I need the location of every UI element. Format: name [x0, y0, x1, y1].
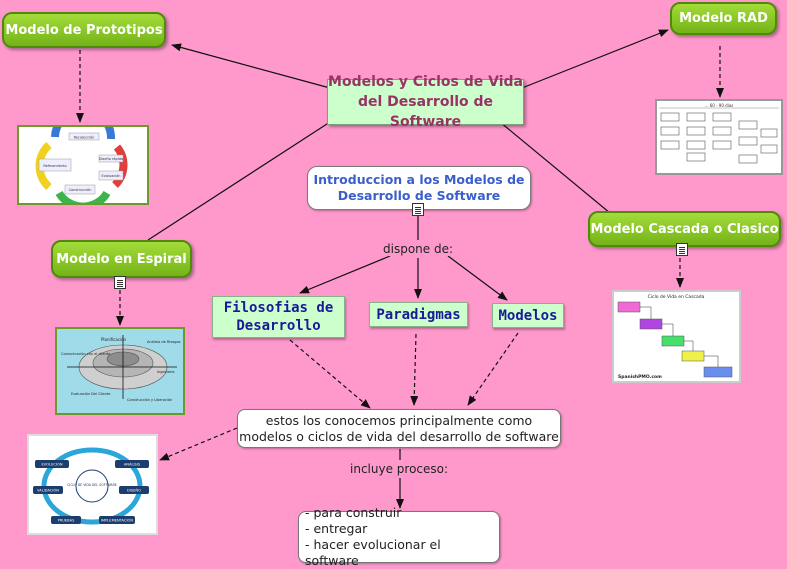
node-modelos[interactable]: Modelos	[492, 303, 564, 328]
node-modelo-rad-label: Modelo RAD	[679, 11, 768, 26]
node-modelos-label: Modelos	[498, 307, 558, 324]
cascada-graphic: Ciclo de Vida en Cascada SpanishPMO.com	[617, 294, 733, 380]
edge-center-espiral	[147, 121, 331, 241]
node-modelo-prototipos[interactable]: Modelo de Prototipos	[2, 12, 166, 48]
node-modelo-rad[interactable]: Modelo RAD	[670, 2, 777, 35]
cycle-arc-green	[55, 190, 111, 211]
proto-label: Refinamiento	[43, 164, 66, 168]
proto-label: Diseño rápido	[99, 157, 123, 161]
image-cascada-diagram: Ciclo de Vida en Cascada SpanishPMO.com	[612, 290, 741, 383]
proceso-item: - hacer evolucionar el software	[305, 537, 441, 568]
node-modelo-espiral-label: Modelo en Espiral	[56, 251, 187, 267]
proceso-item: - entregar	[305, 521, 368, 536]
ciclo-vida-graphic: CICLO DE VIDA DEL SOFTWARE ANÁLISIS DISE…	[33, 447, 149, 525]
image-prototipos-cycle: Recolección Diseño rápido Evaluación Con…	[17, 106, 149, 211]
espiral-graphic: Planificación Análisis de Riesgos Comuni…	[61, 335, 181, 402]
ciclo-label: PRUEBAS	[58, 519, 75, 523]
document-icon[interactable]	[412, 203, 424, 216]
edge-filosofias-conocemos	[289, 339, 371, 409]
proceso-list: - para construir - entregar - hacer evol…	[299, 505, 499, 569]
edge-conocemos-ciclo	[159, 427, 238, 461]
edge-center-rad	[521, 29, 669, 89]
edge-dispone-modelos	[447, 255, 508, 301]
node-modelo-espiral[interactable]: Modelo en Espiral	[51, 240, 192, 278]
edge-paradigmas-conocemos	[410, 333, 419, 406]
node-introduccion-line2: Desarrollo de Software	[337, 188, 501, 203]
center-title-node[interactable]: Modelos y Ciclos de Vida del Desarrollo …	[327, 74, 524, 130]
node-conocemos-line2: modelos o ciclos de vida del desarrollo …	[239, 428, 559, 444]
node-modelo-cascada-label: Modelo Cascada o Clasico	[590, 221, 779, 237]
image-rad-diagram: ... 60 - 90 días	[655, 99, 783, 175]
node-paradigmas-label: Paradigmas	[376, 306, 461, 323]
node-paradigmas[interactable]: Paradigmas	[369, 302, 468, 327]
link-label-dispone: dispone de:	[381, 242, 456, 256]
espiral-label: Análisis de Riesgos	[147, 340, 181, 344]
prototipos-cycle-graphic: Recolección Diseño rápido Evaluación Con…	[35, 106, 128, 211]
image-espiral-diagram: Planificación Análisis de Riesgos Comuni…	[55, 327, 185, 415]
node-filosofias-line2: Desarrollo	[236, 318, 321, 334]
rad-graphic: ... 60 - 90 días	[659, 103, 779, 164]
ciclo-center-label: CICLO DE VIDA DEL SOFTWARE	[67, 483, 117, 487]
node-conocemos-line1: estos los conocemos principalmente como	[265, 412, 533, 428]
espiral-label: Construcción y Liberación	[127, 398, 172, 402]
document-icon[interactable]	[676, 243, 688, 256]
node-filosofias[interactable]: Filosofias de Desarrollo	[212, 296, 345, 338]
link-label-incluye: incluye proceso:	[348, 462, 451, 476]
edge-modelos-conocemos	[467, 332, 519, 406]
node-introduccion[interactable]: Introduccion a los Modelos de Desarrollo…	[307, 166, 531, 210]
ciclo-label: ANÁLISIS	[124, 462, 141, 467]
node-modelo-cascada[interactable]: Modelo Cascada o Clasico	[588, 211, 781, 247]
edge-center-prototipos	[171, 43, 331, 89]
rad-header: ... 60 - 90 días	[705, 103, 734, 108]
ciclo-label: IMPLEMENTACIÓN	[101, 518, 133, 523]
edge-center-cascada	[499, 121, 611, 214]
center-title-line2: del Desarrollo de Software	[357, 94, 494, 130]
center-title-line1: Modelos y Ciclos de Vida	[328, 74, 523, 90]
espiral-label: Ingeniería	[157, 370, 175, 374]
ciclo-label: VALIDACIÓN	[37, 488, 59, 493]
node-conocemos[interactable]: estos los conocemos principalmente como …	[237, 409, 561, 448]
espiral-label: Evaluación Del Cliente	[71, 392, 110, 396]
espiral-label: Comunicación con el cliente	[61, 352, 110, 356]
document-icon[interactable]	[114, 276, 126, 289]
node-proceso[interactable]: - para construir - entregar - hacer evol…	[298, 505, 500, 568]
espiral-label: Planificación	[101, 337, 127, 342]
proto-label: Construcción	[69, 188, 92, 192]
proceso-item: - para construir	[305, 505, 402, 520]
node-modelo-prototipos-label: Modelo de Prototipos	[5, 22, 163, 38]
cycle-arc-red	[112, 144, 128, 188]
cascada-title: Ciclo de Vida en Cascada	[648, 294, 705, 300]
cascada-footer: SpanishPMO.com	[618, 374, 662, 380]
proto-label: Recolección	[74, 136, 95, 140]
node-introduccion-line1: Introduccion a los Modelos de	[313, 172, 525, 187]
node-filosofias-line1: Filosofias de	[223, 300, 334, 316]
edge-dispone-filosofias	[299, 255, 391, 294]
ciclo-label: EVOLUCIÓN	[41, 462, 62, 467]
ciclo-label: DISEÑO	[127, 488, 141, 493]
proto-label: Evaluación	[101, 174, 120, 178]
image-ciclo-vida-diagram: CICLO DE VIDA DEL SOFTWARE ANÁLISIS DISE…	[27, 434, 158, 535]
